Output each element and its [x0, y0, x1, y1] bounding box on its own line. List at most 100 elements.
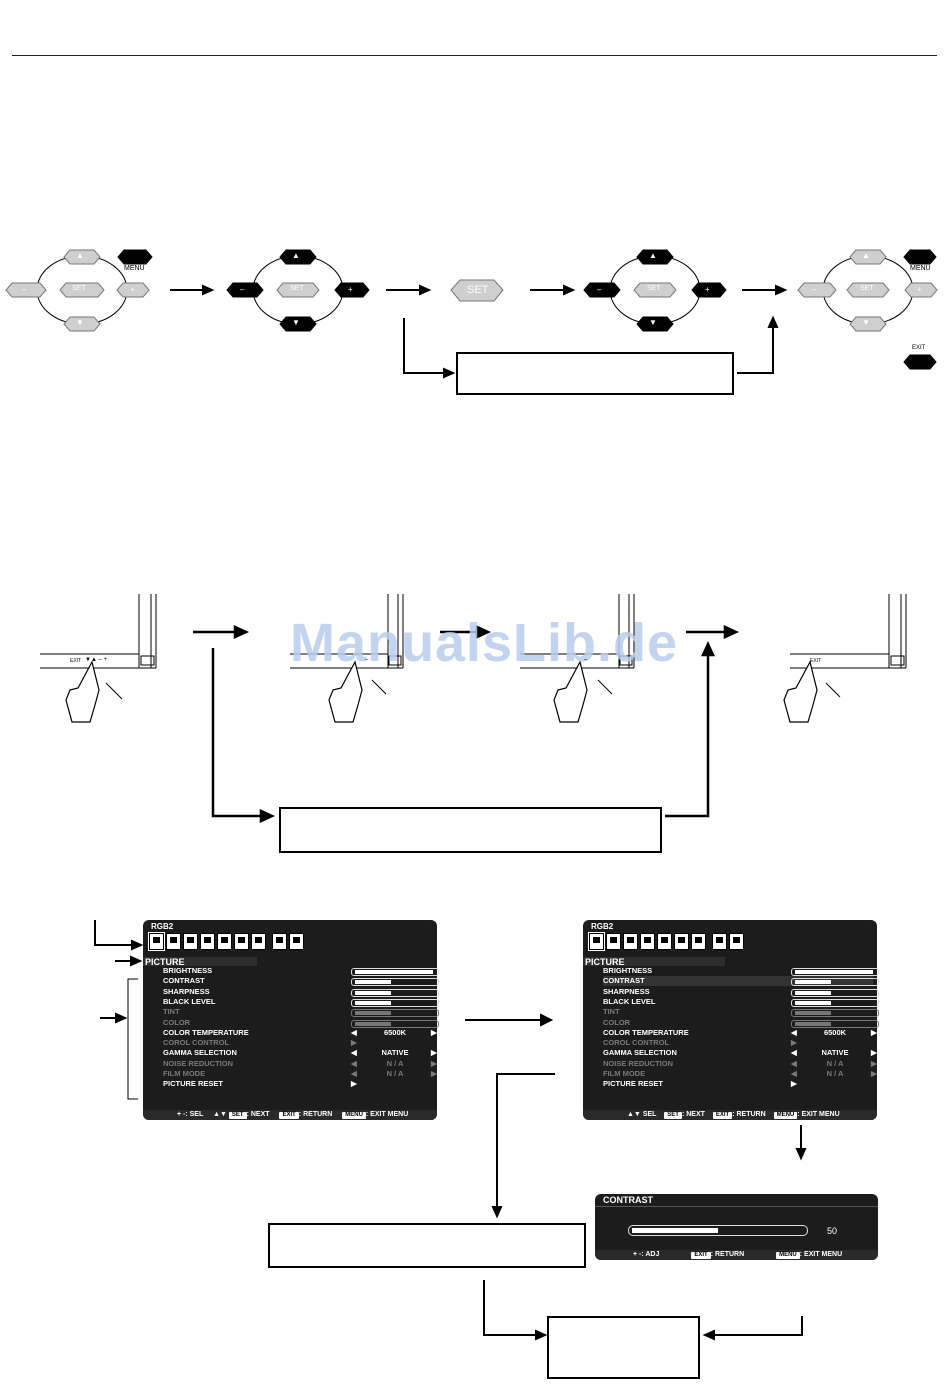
menu-row-tint[interactable]: TINT: [603, 1007, 879, 1018]
down-key-active[interactable]: ▼: [292, 318, 300, 327]
down-key[interactable]: ▼: [76, 318, 84, 327]
up-key[interactable]: ▲: [862, 251, 870, 260]
menu-row-corol-control[interactable]: COROL CONTROL ▶: [163, 1038, 433, 1048]
right-arrow-icon[interactable]: ▶: [871, 1027, 877, 1037]
menu-row-noise-reduction[interactable]: NOISE REDUCTION◀N / A▶: [163, 1058, 437, 1069]
footer-next: : NEXT: [681, 1111, 705, 1118]
menu-row-gamma-selection[interactable]: GAMMA SELECTION◀NATIVE▶: [163, 1048, 437, 1058]
set-key[interactable]: SET: [860, 285, 874, 292]
protect-tab-icon[interactable]: [272, 933, 287, 950]
right-arrow-icon[interactable]: ▶: [431, 1048, 437, 1058]
right-arrow-icon[interactable]: ▶: [871, 1058, 877, 1068]
minus-key[interactable]: –: [22, 285, 27, 294]
menu-row-noise-reduction[interactable]: NOISE REDUCTION◀N / A▶: [603, 1058, 877, 1069]
picture-tab-icon[interactable]: [588, 932, 605, 951]
menu-row-brightness[interactable]: BRIGHTNESS: [163, 966, 439, 976]
level-bar: [351, 998, 439, 1007]
menu-row-black-level[interactable]: BLACK LEVEL: [603, 997, 879, 1007]
left-arrow-icon[interactable]: ◀: [351, 1069, 357, 1078]
contrast-slider[interactable]: [628, 1225, 808, 1236]
submenu-arrow-icon[interactable]: ▶: [791, 1079, 797, 1089]
minus-key-active[interactable]: –: [240, 285, 245, 294]
menu-row-black-level[interactable]: BLACK LEVEL: [163, 997, 439, 1007]
left-arrow-icon[interactable]: ◀: [791, 1058, 797, 1068]
left-arrow-icon[interactable]: ◀: [351, 1058, 357, 1068]
submenu-arrow-icon[interactable]: ▶: [351, 1038, 357, 1048]
submenu-arrow-icon[interactable]: ▶: [791, 1038, 797, 1048]
footer-return: : RETURN: [710, 1251, 745, 1258]
picture-tab-icon[interactable]: [148, 932, 165, 951]
right-arrow-icon[interactable]: ▶: [431, 1058, 437, 1068]
right-arrow-icon[interactable]: ▶: [431, 1027, 437, 1037]
plus-key[interactable]: +: [917, 285, 922, 294]
menu-row-picture-reset[interactable]: PICTURE RESET▶: [603, 1079, 873, 1089]
menu-row-film-mode[interactable]: FILM MODE◀N / A▶: [603, 1069, 877, 1079]
up-key-active[interactable]: ▲: [292, 251, 300, 260]
menu-row-contrast[interactable]: CONTRAST: [163, 976, 439, 987]
menu-label: MENU: [124, 265, 145, 272]
menu-row-label: SHARPNESS: [163, 986, 210, 996]
menu-row-sharpness[interactable]: SHARPNESS: [603, 986, 879, 997]
menu-row-label: FILM MODE: [163, 1069, 206, 1078]
schedule-tab-icon[interactable]: [640, 933, 655, 950]
menu-row-gamma-selection[interactable]: GAMMA SELECTION◀NATIVE▶: [603, 1048, 877, 1058]
down-key-active[interactable]: ▼: [649, 318, 657, 327]
menu-row-color-temperature[interactable]: COLOR TEMPERATURE◀6500K▶: [163, 1027, 437, 1038]
schedule-tab-icon[interactable]: [200, 933, 215, 950]
multi-input-tab-icon[interactable]: [251, 933, 266, 950]
left-arrow-icon[interactable]: ◀: [791, 1027, 797, 1037]
menu-row-color-temperature[interactable]: COLOR TEMPERATURE◀6500K▶: [603, 1027, 877, 1038]
left-arrow-icon[interactable]: ◀: [351, 1027, 357, 1037]
menu-row-label: SHARPNESS: [603, 986, 650, 996]
right-arrow-icon[interactable]: ▶: [431, 1069, 437, 1078]
up-key-active[interactable]: ▲: [649, 251, 657, 260]
advanced-tab-icon[interactable]: [729, 933, 744, 950]
left-arrow-icon[interactable]: ◀: [791, 1048, 797, 1058]
menu-row-contrast[interactable]: CONTRAST: [603, 976, 879, 987]
menu-row-film-mode[interactable]: FILM MODE◀N / A▶: [163, 1069, 437, 1079]
menu-row-brightness[interactable]: BRIGHTNESS: [603, 966, 879, 976]
protect-tab-icon[interactable]: [712, 933, 727, 950]
menu-row-color[interactable]: COLOR: [163, 1018, 439, 1028]
menu-key-hint: MENU: [342, 1112, 366, 1119]
plus-key-active[interactable]: +: [705, 285, 710, 294]
set-key[interactable]: SET: [72, 285, 86, 292]
up-key[interactable]: ▲: [76, 251, 84, 260]
menu-row-color[interactable]: COLOR: [603, 1018, 879, 1028]
audio-tab-icon[interactable]: [623, 933, 638, 950]
submenu-arrow-icon[interactable]: ▶: [351, 1079, 357, 1089]
set-key[interactable]: SET: [290, 285, 304, 292]
advanced-tab-icon[interactable]: [289, 933, 304, 950]
set-key-large[interactable]: SET: [467, 284, 489, 296]
plus-key[interactable]: +: [130, 285, 135, 294]
right-arrow-icon[interactable]: ▶: [871, 1069, 877, 1078]
menu-row-corol-control[interactable]: COROL CONTROL▶: [603, 1038, 873, 1048]
pip-tab-icon[interactable]: [217, 933, 232, 950]
bezel-exit-label: EXIT: [70, 658, 82, 664]
menu-row-label: COROL CONTROL: [163, 1038, 230, 1048]
osd-tab-icon[interactable]: [674, 933, 689, 950]
exit-key-hint: EXIT: [691, 1252, 711, 1259]
minus-key-active[interactable]: –: [597, 285, 602, 294]
menu-row-sharpness[interactable]: SHARPNESS: [163, 986, 439, 997]
multi-input-tab-icon[interactable]: [691, 933, 706, 950]
audio-tab-icon[interactable]: [183, 933, 198, 950]
left-arrow-icon[interactable]: ◀: [791, 1069, 797, 1078]
left-arrow-icon[interactable]: ◀: [351, 1048, 357, 1058]
option-value: 6500K: [823, 1027, 847, 1037]
adjust-tab-icon[interactable]: [166, 933, 181, 950]
menu-row-tint[interactable]: TINT: [163, 1007, 439, 1018]
minus-key[interactable]: –: [812, 285, 817, 294]
down-key[interactable]: ▼: [862, 318, 870, 327]
bezel-exit-label: EXIT: [810, 658, 822, 664]
adjust-tab-icon[interactable]: [606, 933, 621, 950]
plus-key-active[interactable]: +: [348, 285, 353, 294]
set-key[interactable]: SET: [647, 285, 661, 292]
pip-tab-icon[interactable]: [657, 933, 672, 950]
right-arrow-icon[interactable]: ▶: [871, 1048, 877, 1058]
osd-tab-icon[interactable]: [234, 933, 249, 950]
option-value: NATIVE: [821, 1048, 849, 1058]
menu-row-picture-reset[interactable]: PICTURE RESET▶: [163, 1079, 433, 1089]
osd-tab-icons: [148, 932, 304, 951]
